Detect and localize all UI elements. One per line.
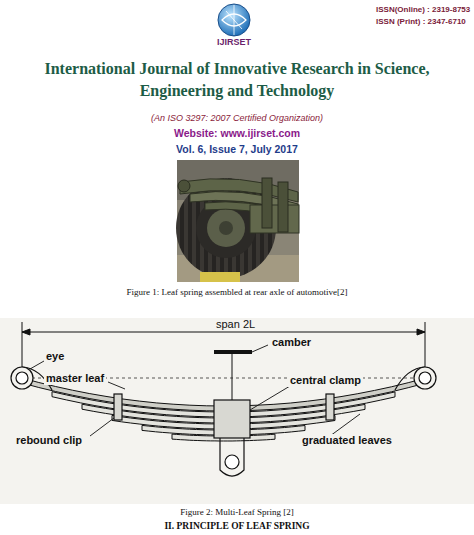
volume-issue: Vol. 6, Issue 7, July 2017 <box>4 143 470 155</box>
organization-note: (An ISO 3297: 2007 Certified Organizatio… <box>4 113 470 123</box>
part-label: graduated leaves <box>300 434 394 447</box>
part-label: rebound clip <box>14 434 84 447</box>
part-label: master leaf <box>44 372 106 385</box>
figure-caption: Figure 1: Leaf spring assembled at rear … <box>4 287 470 297</box>
dimension-label: span 2L <box>214 318 257 331</box>
issn-online: ISSN(Online) : 2319-8753 <box>376 5 470 14</box>
eye-wrap <box>22 367 425 390</box>
figure-caption: Figure 2: Multi-Leaf Spring [2] <box>4 507 470 517</box>
section-heading: II. PRINCIPLE OF LEAF SPRING <box>4 521 470 532</box>
logo-text: IJIRSET <box>217 37 251 47</box>
part-label: eye <box>44 350 66 363</box>
website: Website: www.ijirset.com <box>4 127 470 139</box>
part-label: camber <box>270 336 313 349</box>
journal-title: International Journal of Innovative Rese… <box>12 58 462 102</box>
issn-print: ISSN (Print) : 2347-6710 <box>376 17 466 26</box>
part-label: central clamp <box>288 374 363 387</box>
